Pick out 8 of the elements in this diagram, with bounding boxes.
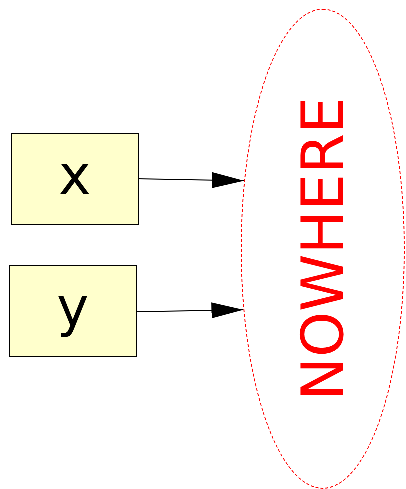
node-label: x <box>59 149 91 209</box>
variable-box <box>9 265 137 357</box>
arrow <box>138 172 245 188</box>
arrow <box>136 302 244 319</box>
node-label: y <box>57 281 89 341</box>
ellipse-node <box>241 9 405 489</box>
variable-box <box>11 133 139 225</box>
node-label: NOWHERE <box>294 97 352 401</box>
